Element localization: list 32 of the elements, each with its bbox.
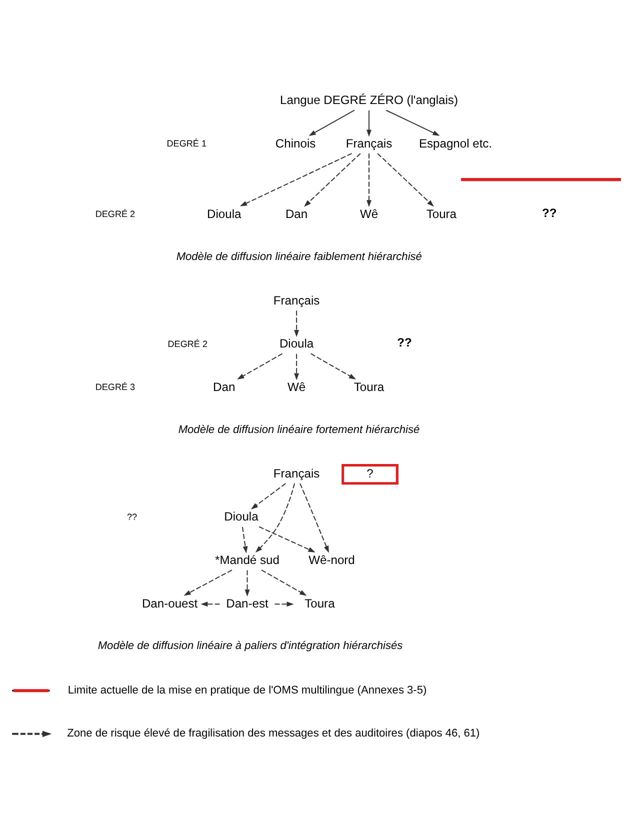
node-text: Chinois <box>275 136 316 150</box>
node-text: Wê <box>360 206 378 220</box>
node-text: Dioula <box>279 336 314 350</box>
label: DEGRÉ 2 <box>168 338 208 348</box>
node-text: Wê-nord <box>308 552 355 566</box>
label: DEGRÉ 1 <box>166 138 206 148</box>
node-text: Dioula <box>207 206 242 220</box>
node-text: Toura <box>304 596 335 610</box>
label: Modèle de diffusion linéaire à paliers d'intégration hiérarchisés <box>98 640 403 652</box>
node-text: Toura <box>354 379 384 394</box>
label: ?? <box>127 511 138 522</box>
node-text: Dan-est <box>226 596 268 610</box>
label: DEGRÉ 3 <box>95 382 136 392</box>
node-text: *Mandé sud <box>215 552 280 566</box>
node-text: Espagnol etc. <box>418 136 492 150</box>
node-text: Toura <box>426 206 457 220</box>
node-text: Dan <box>213 379 236 394</box>
legend-label: Limite actuelle de la mise en pratique de l'OMS multilingue (Annexes 3-5) <box>68 684 427 696</box>
node-text: Wê <box>288 379 306 394</box>
label: DEGRÉ 2 <box>95 208 136 218</box>
node-text: Dan-ouest <box>142 596 198 610</box>
label: Modèle de diffusion linéaire faiblement hiérarchisé <box>176 250 422 262</box>
node-text: Dioula <box>224 509 258 524</box>
node-text: Français <box>273 292 320 307</box>
label: Modèle de diffusion linéaire fortement hiérarchisé <box>178 423 420 436</box>
label: ?? <box>397 335 412 350</box>
node-text: Français <box>346 136 392 150</box>
node-text: Langue DEGRÉ ZÉRO (l'anglais) <box>280 92 458 107</box>
legend-label: Zone de risque élevé de fragilisation des messages et des auditoires (diapos 46, 61) <box>67 727 480 740</box>
node-text: Dan <box>285 206 308 220</box>
node-text: Français <box>273 466 320 480</box>
label: ?? <box>542 205 557 220</box>
